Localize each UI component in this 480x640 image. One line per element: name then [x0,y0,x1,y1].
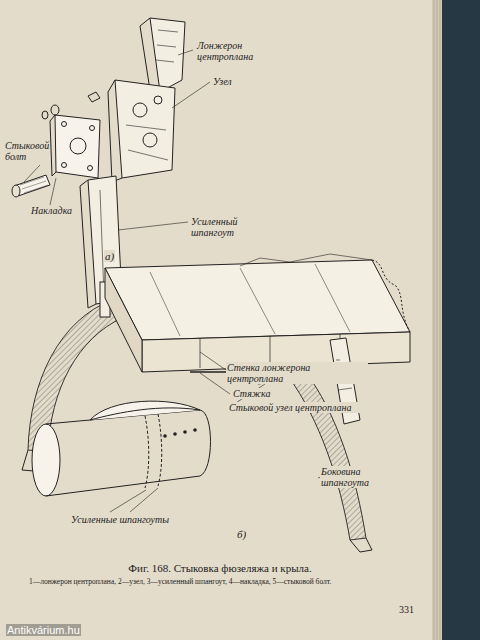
part-label: Лонжерон центроплана [196,40,262,62]
figure-a [12,18,210,308]
book-cover [442,0,480,640]
part-label: а) [104,250,115,262]
page-number: 331 [398,604,415,615]
page-edges [432,0,442,640]
page-edge-lines [434,0,440,640]
legend-line: 1—лонжерон центроплана, 2—узел, 3—усилен… [28,578,430,586]
part-label: Стяжка [232,388,272,399]
part-label: Узел [212,76,233,87]
part-label: Стенка лонжерона центроплана [226,362,368,384]
part-label: Боковина шпангоута [320,466,392,488]
part-label: Усиленный шпангоут [190,216,262,238]
part-label: Стыковой узел центроплана [228,402,380,413]
figure-b [22,254,410,552]
watermark: Antikvárium.hu [6,624,81,636]
part-label: Накладка [30,205,73,216]
part-label: Стыковой болт [4,140,46,162]
part-label: б) [236,528,247,540]
figure-caption: Фиг. 168. Стыковка фюзеляжа и крыла. [0,562,440,574]
part-label: Усиленные шпангоуты [70,514,212,525]
